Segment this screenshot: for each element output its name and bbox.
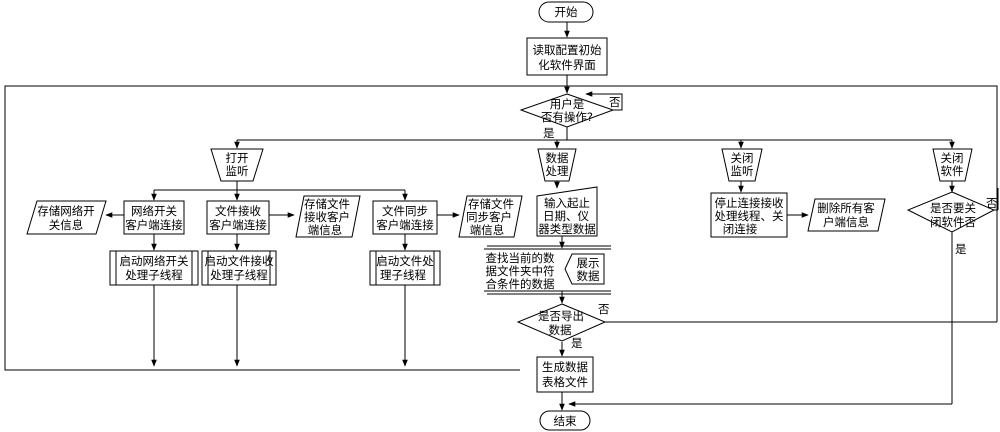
read-config-box — [526, 37, 608, 76]
user-op-line2: 否有操作? — [541, 110, 593, 124]
user-op-no-label: 否 — [609, 95, 621, 109]
query-files-line3: 合条件的数据 — [486, 277, 555, 291]
user-op-yes-label: 是 — [543, 126, 555, 140]
delete-clients-info — [807, 198, 886, 232]
stop-threads-line3: 闭连接 — [723, 222, 758, 236]
start-net-line2: 处理子线程 — [125, 268, 183, 282]
store-net-info — [26, 200, 107, 235]
close-listen-node — [721, 148, 763, 182]
end-terminal — [539, 410, 591, 431]
end-label: 结束 — [554, 414, 577, 428]
export-no-label: 否 — [598, 302, 610, 316]
close-listen-line2: 监听 — [731, 164, 754, 178]
file-client-line2: 客户端连接 — [209, 218, 267, 232]
close-listen-line1: 关闭 — [731, 151, 754, 165]
data-process-node — [537, 148, 577, 182]
open-listen-line1: 打开 — [226, 151, 249, 165]
confirm-close-line2: 闭软件否 — [930, 215, 976, 229]
store-file-sync-info — [458, 195, 523, 238]
export-yes-label: 是 — [571, 336, 583, 350]
start-net-thread — [109, 250, 199, 286]
input-params-line3: 器类型数据 — [538, 222, 596, 236]
gen-table-line2: 表格文件 — [542, 375, 588, 389]
export-decision — [516, 303, 607, 342]
start-sync-line1: 启动文件处 — [376, 254, 434, 268]
store-file-sync-line2: 同步客户 — [466, 210, 512, 224]
sync-client-line2: 客户端连接 — [376, 218, 434, 232]
stop-threads-box — [710, 192, 788, 238]
user-op-decision — [519, 93, 615, 128]
read-config-line2: 化软件界面 — [538, 58, 596, 72]
sync-client-line1: 文件同步 — [382, 204, 428, 218]
gen-table-box — [536, 356, 594, 393]
store-file-sync-line3: 端信息 — [470, 223, 505, 237]
stop-threads-line1: 停止连接接收 — [715, 196, 784, 210]
start-file-thread — [201, 250, 277, 286]
show-data-line1: 展示 — [577, 256, 600, 270]
start-sync-thread — [369, 250, 441, 286]
start-sync-line2: 理子线程 — [380, 268, 426, 282]
start-file-line2: 处理子线程 — [210, 268, 268, 282]
input-params — [536, 186, 598, 237]
start-label: 开始 — [555, 5, 578, 19]
close-soft-node — [932, 148, 973, 182]
sync-client-box — [372, 200, 438, 235]
net-client-box — [123, 200, 185, 235]
store-file-recv-line3: 端信息 — [308, 223, 343, 237]
store-file-recv-line2: 接收客户 — [304, 210, 350, 224]
open-listen-node — [210, 148, 264, 182]
store-net-line2: 关信息 — [49, 218, 84, 232]
store-net-line1: 存储网络开 — [37, 204, 95, 218]
delete-clients-line1: 删除所有客 — [817, 201, 875, 215]
store-file-recv-info — [295, 195, 361, 238]
confirm-close-no-label: 否 — [986, 196, 998, 210]
stop-threads-line2: 处理线程、关 — [715, 209, 784, 223]
export-line2: 数据 — [549, 323, 572, 337]
close-soft-line2: 软件 — [941, 164, 964, 178]
start-file-line1: 启动文件接收 — [205, 254, 274, 268]
read-config-line1: 读取配置初始 — [533, 43, 602, 57]
file-client-box — [206, 200, 270, 235]
query-files-line2: 据文件夹中符 — [486, 264, 555, 278]
query-files-line1: 查找当前的数 — [486, 251, 555, 265]
user-op-line1: 用户是 — [550, 97, 585, 111]
data-process-line1: 数据 — [546, 151, 569, 165]
input-params-line1: 输入起止 — [544, 196, 590, 210]
export-line1: 是否导出 — [538, 309, 584, 323]
input-params-line2: 日期、仪 — [543, 209, 589, 223]
close-soft-line1: 关闭 — [941, 151, 964, 165]
connectors — [4, 22, 999, 411]
net-client-line1: 网络开关 — [131, 204, 177, 218]
data-process-line2: 处理 — [546, 164, 569, 178]
start-terminal — [538, 1, 594, 23]
store-file-recv-line1: 存储文件 — [304, 197, 350, 211]
confirm-close-decision — [906, 191, 996, 233]
store-file-sync-line1: 存储文件 — [468, 197, 514, 211]
open-listen-line2: 监听 — [226, 164, 249, 178]
show-data-display — [564, 253, 605, 285]
show-data-line2: 数据 — [577, 269, 600, 283]
net-client-line2: 客户端连接 — [125, 218, 183, 232]
confirm-close-yes-label: 是 — [955, 242, 967, 256]
file-client-line1: 文件接收 — [215, 204, 261, 218]
gen-table-line1: 生成数据 — [542, 360, 588, 374]
confirm-close-line1: 是否要关 — [930, 201, 976, 215]
delete-clients-line2: 户端信息 — [823, 215, 869, 229]
start-net-line1: 启动网络开关 — [120, 254, 189, 268]
